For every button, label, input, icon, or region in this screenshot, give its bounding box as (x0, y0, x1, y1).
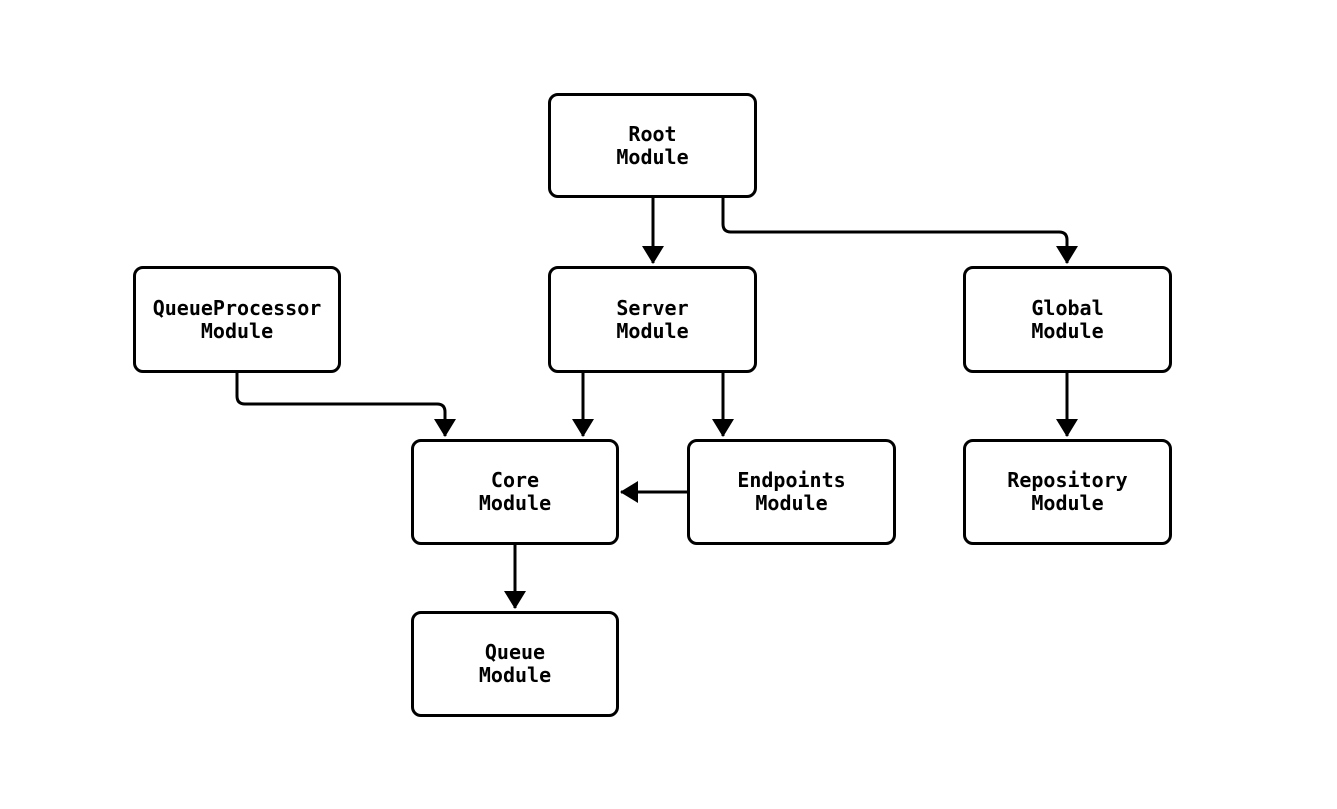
node-repository-module: Repository Module (963, 439, 1172, 545)
edge-root-to-global (721, 198, 1078, 264)
edge-queueprocessor-to-core (235, 373, 456, 437)
edge-group (235, 198, 1078, 609)
node-label-global: Global Module (1031, 295, 1104, 343)
node-label-root: Root Module (616, 121, 689, 169)
node-core-module: Core Module (411, 439, 619, 545)
node-root-module: Root Module (548, 93, 757, 198)
node-label-endpoints: Endpoints Module (737, 468, 846, 515)
node-queue-module: Queue Module (411, 611, 619, 717)
node-global-module: Global Module (963, 266, 1172, 373)
node-label-queue: Queue Module (478, 640, 552, 687)
node-server-module: Server Module (548, 266, 757, 373)
node-label-server: Server Module (616, 295, 689, 343)
node-endpoints-module: Endpoints Module (687, 439, 896, 545)
node-label-core: Core Module (478, 468, 552, 515)
node-queueprocessor-module: QueueProcessor Module (133, 266, 341, 373)
node-label-repository: Repository Module (1007, 468, 1128, 515)
node-label-queueprocessor: QueueProcessor Module (152, 295, 322, 343)
